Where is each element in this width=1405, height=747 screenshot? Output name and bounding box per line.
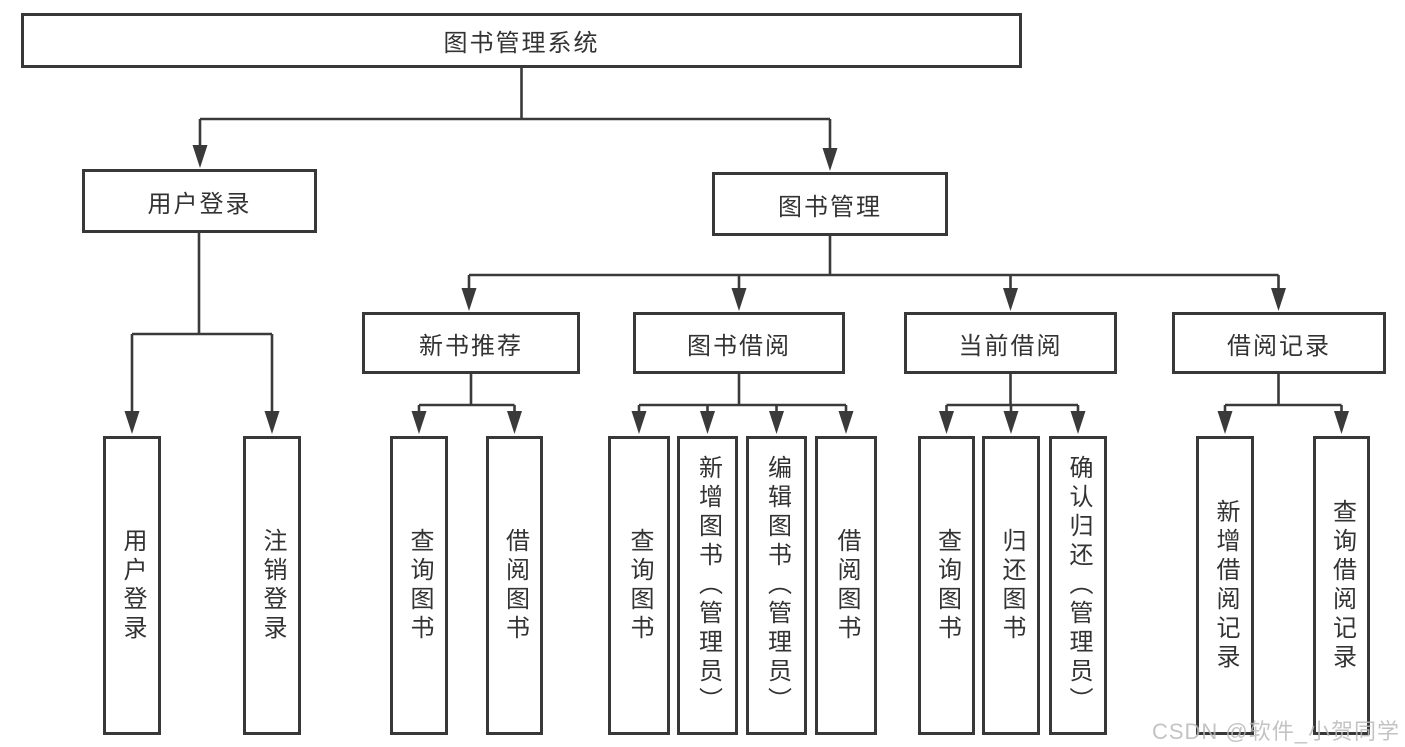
leaf-records-query-record: 查询借阅记录	[1313, 436, 1370, 735]
node-book-management: 图书管理	[712, 172, 948, 236]
leaf-user-login: 用户登录	[103, 436, 161, 735]
node-current-borrow-label: 当前借阅	[958, 332, 1063, 360]
leaf-recommend-borrow-books: 借阅图书	[486, 436, 543, 735]
node-user-login: 用户登录	[82, 169, 317, 233]
leaf-borrow-edit-books-admin-label: 编辑图书（管理员）	[763, 455, 791, 716]
node-root-label: 图书管理系统	[443, 30, 600, 57]
leaf-current-query-books-label: 查询图书	[933, 527, 961, 644]
leaf-borrow-borrow-books: 借阅图书	[815, 436, 877, 735]
node-book-borrow-label: 图书借阅	[687, 332, 791, 360]
watermark: CSDN @软件_小贺同学	[1151, 719, 1400, 744]
leaf-current-confirm-return-admin-label: 确认归还（管理员）	[1065, 455, 1092, 716]
leaf-current-return-books-label: 归还图书	[998, 527, 1025, 644]
leaf-borrow-query-books-label: 查询图书	[626, 527, 653, 644]
leaf-records-query-record-label: 查询借阅记录	[1328, 498, 1356, 673]
leaf-recommend-borrow-books-label: 借阅图书	[501, 527, 529, 644]
leaf-borrow-query-books: 查询图书	[608, 436, 670, 735]
leaf-logout: 注销登录	[243, 436, 301, 735]
node-current-borrow: 当前借阅	[904, 312, 1117, 374]
node-book-management-label: 图书管理	[778, 193, 882, 221]
leaf-recommend-query-books: 查询图书	[390, 436, 448, 735]
leaf-current-return-books: 归还图书	[982, 436, 1040, 735]
leaf-records-add-record: 新增借阅记录	[1196, 436, 1254, 735]
node-new-book-recommend: 新书推荐	[362, 312, 580, 374]
leaf-borrow-add-books-admin: 新增图书（管理员）	[677, 436, 738, 735]
leaf-logout-label: 注销登录	[259, 527, 286, 644]
leaf-recommend-query-books-label: 查询图书	[406, 527, 433, 644]
node-borrow-records-label: 借阅记录	[1227, 332, 1331, 360]
leaf-borrow-edit-books-admin: 编辑图书（管理员）	[746, 436, 807, 735]
node-root-system: 图书管理系统	[21, 13, 1022, 68]
leaf-records-add-record-label: 新增借阅记录	[1212, 498, 1239, 673]
node-user-login-label: 用户登录	[147, 190, 252, 218]
node-borrow-records: 借阅记录	[1172, 312, 1386, 374]
node-new-book-recommend-label: 新书推荐	[419, 332, 523, 360]
leaf-current-confirm-return-admin: 确认归还（管理员）	[1049, 436, 1107, 735]
leaf-borrow-borrow-books-label: 借阅图书	[833, 527, 860, 644]
leaf-user-login-label: 用户登录	[119, 527, 146, 644]
leaf-borrow-add-books-admin-label: 新增图书（管理员）	[694, 455, 722, 716]
leaf-current-query-books: 查询图书	[918, 436, 975, 735]
node-book-borrow: 图书借阅	[633, 312, 845, 374]
